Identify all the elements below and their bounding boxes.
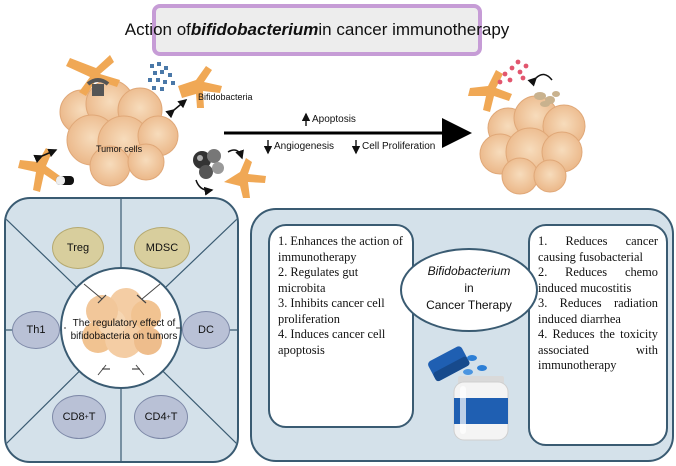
released-particles-icon	[497, 59, 529, 85]
curved-arrow-icon	[527, 73, 553, 87]
medicine-bottle-icon	[428, 346, 509, 441]
double-arrow-icon	[33, 148, 58, 164]
cd4t-t: T	[170, 411, 178, 423]
list-item: 3. Inhibits cancer cell proliferation	[278, 296, 385, 326]
center-title-line3: Cancer Therapy	[426, 298, 512, 312]
apoptosis-label: Apoptosis	[312, 114, 356, 125]
regulatory-effect-panel: The regulatory effect of bifidobacteria …	[4, 197, 239, 463]
bacteria-dots-icon	[148, 62, 175, 91]
list-item: 4. Reduces the toxicity associated with …	[538, 327, 658, 372]
curved-arrow-icon	[227, 149, 244, 160]
tumor-cells-label: Tumor cells	[96, 144, 143, 154]
debris-icon	[534, 91, 560, 107]
dc-node: DC	[182, 311, 230, 349]
title-suffix: in cancer immunotherapy	[318, 20, 510, 39]
treg-label: Treg	[66, 242, 90, 254]
cd8t-sup: +	[84, 413, 89, 421]
treg-node: Treg	[52, 227, 104, 269]
radial-lines	[6, 199, 237, 461]
tumor-cluster-right	[479, 95, 586, 195]
list-item: 1. Reduces cancer causing fusobacterial	[538, 234, 658, 264]
list-item: 1. Enhances the action of immunotherapy	[278, 234, 403, 264]
angiogenesis-label: Angiogenesis	[274, 141, 335, 152]
list-item: 4. Induces cancer cell apoptosis	[278, 327, 386, 357]
center-title-line1: Bifidobacterium	[427, 264, 511, 278]
mdsc-node: MDSC	[134, 227, 190, 269]
immune-cell-top-middle	[178, 66, 222, 108]
curved-arrow-icon	[195, 179, 214, 196]
cd8t-t: T	[88, 411, 96, 423]
immune-cell-bottom-left	[18, 148, 74, 192]
tumor-cluster-center	[82, 288, 162, 358]
title-prefix: Action of	[124, 20, 191, 39]
th1-node: Th1	[12, 311, 60, 349]
list-item: 2. Regulates gut microbita	[278, 265, 359, 295]
cell-proliferation-label: Cell Proliferation	[362, 141, 436, 152]
top-illustration	[18, 55, 586, 198]
benefits-list-right: 1. Reduces cancer causing fusobacterial …	[528, 224, 668, 446]
cd4t-sup: +	[166, 413, 171, 421]
bacteria-spheres-icon	[193, 149, 224, 179]
double-arrow-icon	[165, 99, 188, 119]
dc-label: DC	[198, 324, 214, 336]
cd8t-node: CD8+T	[52, 395, 106, 439]
tumor-cluster-left	[59, 79, 179, 187]
cd4t-node: CD4+T	[134, 395, 188, 439]
benefits-list-left: 1. Enhances the action of immunotherapy …	[268, 224, 414, 428]
center-title-line2: in	[464, 281, 474, 295]
bifidobacteria-label: Bifidobacteria	[198, 92, 253, 102]
center-title-oval: Bifidobacterium in Cancer Therapy	[400, 248, 538, 332]
th1-label: Th1	[26, 324, 46, 336]
immune-cell-right	[468, 70, 512, 112]
immune-cell-top-left	[66, 55, 120, 96]
cancer-therapy-panel: 1. Enhances the action of immunotherapy …	[250, 208, 674, 462]
regulatory-effect-text: The regulatory effect of bifidobacteria …	[70, 318, 178, 342]
mdsc-label: MDSC	[145, 242, 179, 254]
title-box: Action of bifidobacterium in cancer immu…	[125, 4, 509, 56]
immune-cell-bottom-middle	[224, 158, 266, 198]
list-item: 2. Reduces chemo induced mucostitis	[538, 265, 658, 295]
cd4t-label: CD4	[144, 411, 167, 423]
cd8t-label: CD8	[62, 411, 85, 423]
title-emphasis: bifidobacterium	[190, 20, 319, 39]
list-item: 3. Reduces radiation induced diarrhea	[538, 296, 658, 326]
